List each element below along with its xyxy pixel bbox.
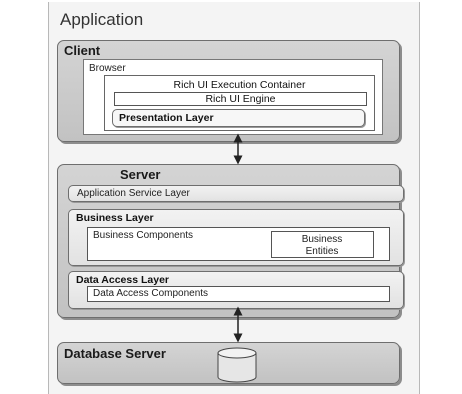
rich-ui-container-label: Rich UI Execution Container: [173, 79, 306, 91]
business-layer-label: Business Layer: [76, 212, 154, 224]
browser-label: Browser: [89, 63, 126, 74]
rich-ui-engine-label: Rich UI Engine: [205, 93, 276, 105]
business-entities-label: Business Entities: [301, 234, 343, 257]
presentation-layer-label: Presentation Layer: [119, 112, 214, 124]
business-entities-box: Business Entities: [271, 231, 374, 258]
server-label: Server: [120, 167, 161, 182]
business-components-label: Business Components: [93, 230, 194, 241]
data-access-components-label: Data Access Components: [93, 288, 209, 299]
data-access-layer-label: Data Access Layer: [76, 274, 170, 286]
client-label: Client: [64, 43, 101, 58]
application-title: Application: [60, 10, 144, 29]
presentation-layer-box: Presentation Layer: [112, 109, 365, 127]
application-service-layer-label: Application Service Layer: [77, 188, 190, 199]
application-service-layer-box: Application Service Layer: [68, 185, 404, 202]
database-server-label: Database Server: [64, 346, 166, 361]
rich-ui-engine-box: Rich UI Engine: [114, 92, 367, 106]
database-cylinder-icon: [217, 347, 257, 383]
data-access-components-box: Data Access Components: [87, 286, 390, 302]
